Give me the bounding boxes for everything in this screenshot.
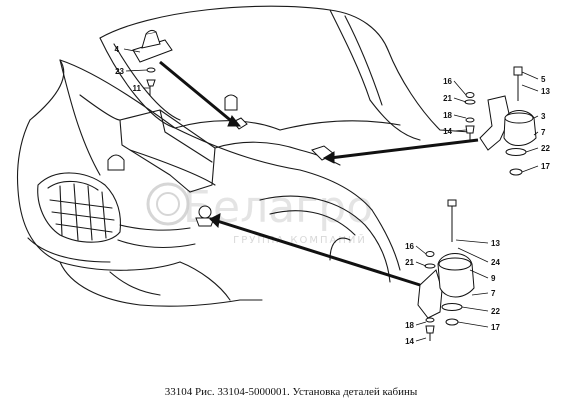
callout-label: 11 bbox=[133, 84, 142, 93]
callout-label: 7 bbox=[541, 128, 546, 137]
callout-label: 18 bbox=[405, 321, 414, 330]
callout-label: 14 bbox=[443, 127, 452, 136]
callout-label: 23 bbox=[115, 67, 124, 76]
watermark-subtitle: ГРУППА КОМПАНИЙ bbox=[233, 233, 367, 246]
callout-label: 18 bbox=[443, 111, 452, 120]
callouts-top-left: 4 23 11 bbox=[115, 45, 142, 93]
callout-label: 13 bbox=[541, 87, 550, 96]
callout-label: 24 bbox=[491, 258, 500, 267]
callout-label: 14 bbox=[405, 337, 414, 346]
vehicle-cab bbox=[17, 5, 471, 307]
part-group-top-left bbox=[132, 29, 173, 96]
callout-label: 21 bbox=[443, 94, 452, 103]
callout-label: 9 bbox=[491, 274, 496, 283]
leader-lines bbox=[123, 48, 539, 342]
callouts-upper-right: 16 21 18 14 5 13 3 7 22 17 bbox=[443, 75, 550, 171]
pointer-arrows bbox=[159, 60, 479, 287]
callout-label: 4 bbox=[115, 45, 120, 54]
callout-label: 3 bbox=[541, 112, 546, 121]
callout-label: 13 bbox=[491, 239, 500, 248]
callout-label: 16 bbox=[443, 77, 452, 86]
callout-label: 21 bbox=[405, 258, 414, 267]
callout-label: 16 bbox=[405, 242, 414, 251]
callout-label: 5 bbox=[541, 75, 546, 84]
callout-label: 7 bbox=[491, 289, 496, 298]
callout-label: 17 bbox=[541, 162, 550, 171]
callout-label: 22 bbox=[491, 307, 500, 316]
part-group-upper-right bbox=[464, 66, 537, 176]
watermark: Белагро ГРУППА КОМПАНИЙ bbox=[146, 182, 373, 246]
figure-caption: 33104 Рис. 33104-5000001. Установка дета… bbox=[164, 386, 418, 398]
part-group-lower-right bbox=[417, 199, 475, 341]
callout-label: 17 bbox=[491, 323, 500, 332]
callouts-lower-right: 16 21 13 24 9 7 18 22 17 14 bbox=[405, 239, 500, 346]
callout-label: 22 bbox=[541, 144, 550, 153]
